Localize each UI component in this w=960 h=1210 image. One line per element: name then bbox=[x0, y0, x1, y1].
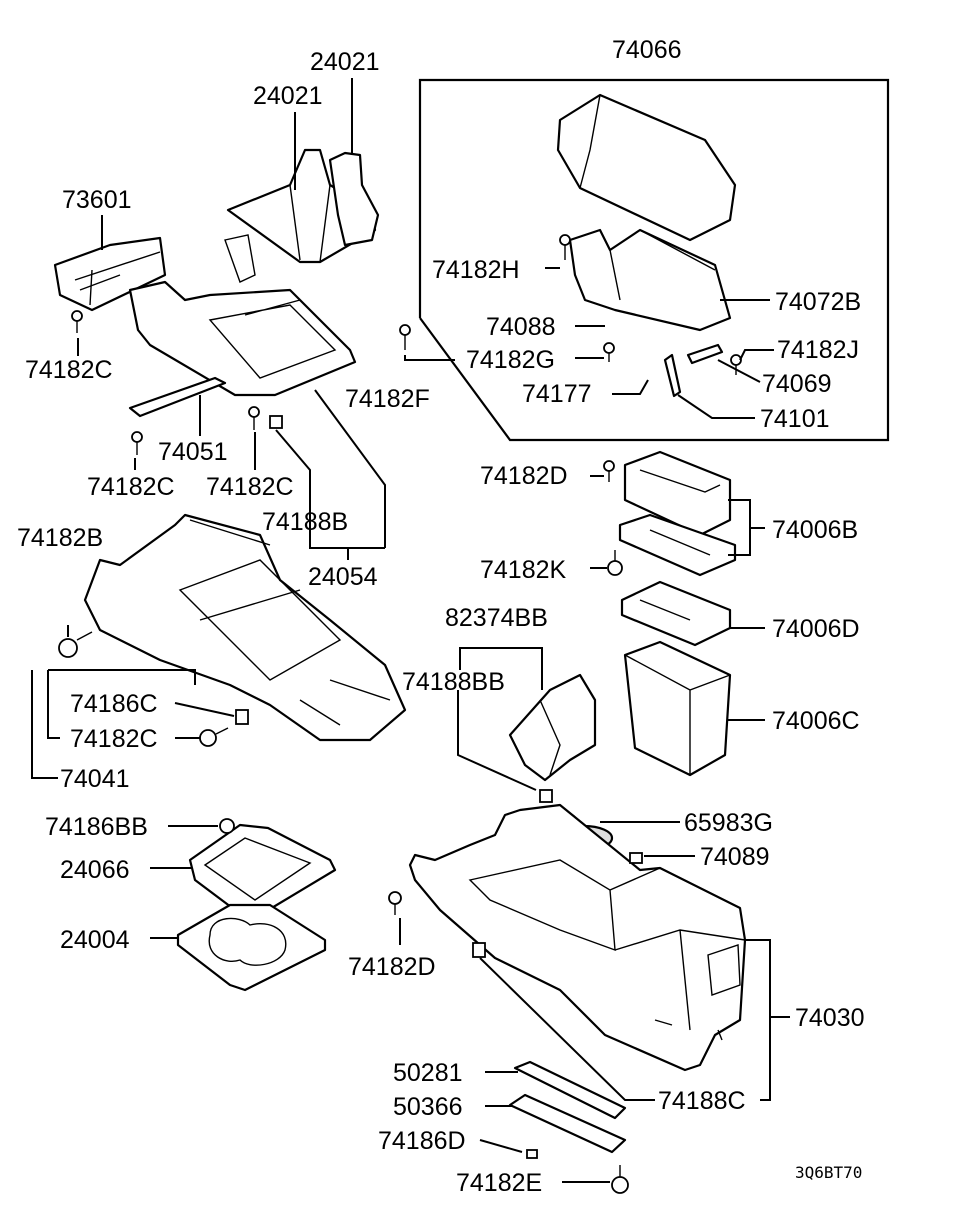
label-74182d-b: 74182D bbox=[348, 953, 436, 981]
shift-boot-part bbox=[226, 148, 380, 264]
leader-lines bbox=[31, 78, 790, 1183]
label-74186bb: 74186BB bbox=[45, 813, 148, 841]
label-74186d: 74186D bbox=[378, 1127, 466, 1155]
cover-part bbox=[508, 673, 597, 782]
label-74188b: 74188B bbox=[262, 508, 348, 536]
console-frame-part bbox=[83, 513, 407, 742]
label-74182c-a: 74182C bbox=[25, 356, 113, 384]
console-front-panel-part bbox=[128, 234, 357, 397]
hinge-part bbox=[663, 343, 724, 398]
armrest-lid-part bbox=[556, 93, 737, 242]
armrest-group-frame bbox=[418, 78, 890, 442]
label-74006d: 74006D bbox=[772, 615, 860, 643]
label-24066: 24066 bbox=[60, 856, 130, 884]
label-74182c-b: 74182C bbox=[87, 473, 175, 501]
label-74182d-a: 74182D bbox=[480, 462, 568, 490]
label-74006c: 74006C bbox=[772, 707, 860, 735]
label-74182h: 74182H bbox=[432, 256, 520, 284]
plate-50366-part bbox=[508, 1093, 627, 1154]
label-50281: 50281 bbox=[393, 1059, 463, 1087]
armrest-base-part bbox=[568, 228, 732, 332]
label-74066: 74066 bbox=[612, 36, 682, 64]
label-82374bb: 82374BB bbox=[445, 604, 548, 632]
label-74188bb: 74188BB bbox=[402, 668, 505, 696]
label-74089: 74089 bbox=[700, 843, 770, 871]
label-74182k: 74182K bbox=[480, 556, 567, 584]
label-74182c-d: 74182C bbox=[70, 725, 158, 753]
label-74030: 74030 bbox=[795, 1004, 865, 1032]
bin-part bbox=[623, 640, 732, 777]
label-74182j: 74182J bbox=[777, 336, 859, 364]
label-74182g: 74182G bbox=[466, 346, 555, 374]
label-74069: 74069 bbox=[762, 370, 832, 398]
label-73601: 73601 bbox=[62, 186, 132, 214]
label-74072b: 74072B bbox=[775, 288, 861, 316]
label-50366: 50366 bbox=[393, 1093, 463, 1121]
tray-part bbox=[53, 236, 167, 312]
label-74186c: 74186C bbox=[70, 690, 158, 718]
fasteners bbox=[58, 234, 742, 1194]
label-74182b: 74182B bbox=[17, 524, 103, 552]
plate-part bbox=[128, 376, 227, 418]
label-74177: 74177 bbox=[522, 380, 592, 408]
part-labels: 74066 24021 24021 73601 74182H 74072B 74… bbox=[17, 36, 865, 1197]
label-74051: 74051 bbox=[158, 438, 228, 466]
label-74041: 74041 bbox=[60, 765, 130, 793]
main-console-part bbox=[408, 803, 747, 1072]
label-74182c-c: 74182C bbox=[206, 473, 294, 501]
label-24021-a: 24021 bbox=[310, 48, 380, 76]
label-74188c: 74188C bbox=[658, 1087, 746, 1115]
label-74182e: 74182E bbox=[456, 1169, 542, 1197]
label-24004: 24004 bbox=[60, 926, 130, 954]
label-74006b: 74006B bbox=[772, 516, 858, 544]
tray-small-part bbox=[620, 580, 732, 647]
label-24021-b: 24021 bbox=[253, 82, 323, 110]
label-65983g: 65983G bbox=[684, 809, 773, 837]
plate-24066-part bbox=[188, 823, 337, 917]
label-74088: 74088 bbox=[486, 313, 556, 341]
label-74182f: 74182F bbox=[345, 385, 430, 413]
label-74101: 74101 bbox=[760, 405, 830, 433]
plate-50281-part bbox=[513, 1060, 627, 1120]
label-24054: 24054 bbox=[308, 563, 378, 591]
diagram-code: 3Q6BT70 bbox=[795, 1163, 862, 1182]
box-upper-part bbox=[618, 450, 737, 577]
boot-base-part bbox=[176, 903, 327, 992]
